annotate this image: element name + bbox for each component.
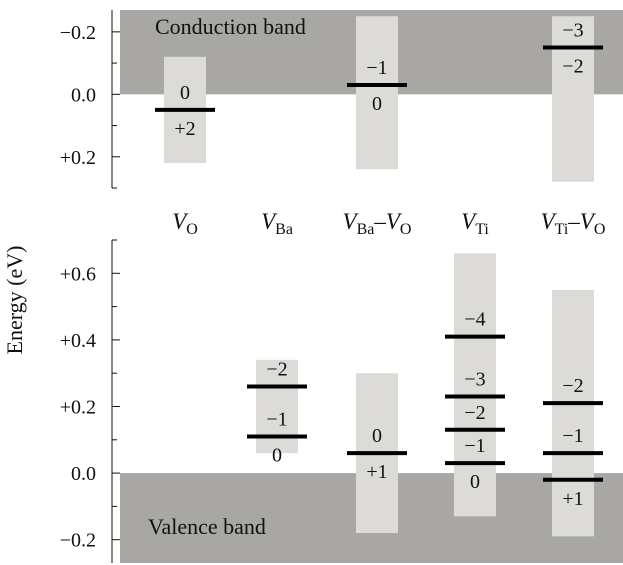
tick-label: 0.0 [71,463,96,485]
tick-label: +0.2 [60,396,96,418]
charge-state-label: 0 [372,425,382,447]
charge-state-label: 0 [470,471,480,493]
defect-label: VBa [261,209,293,238]
bottom-y-axis: +0.6 +0.4 +0.2 0.0 −0.2 [60,239,120,563]
charge-state-label: 0 [272,444,282,466]
tick-label: −0.2 [60,530,96,552]
valence-band-label: Valence band [148,514,266,539]
charge-state-label: −1 [266,408,287,430]
defect-label: VO [172,209,198,238]
defect-label: VBa–VO [343,209,412,238]
charge-state-label: −2 [562,55,583,77]
level-range-bar [552,289,594,537]
charge-state-label: −2 [266,359,287,381]
level-range-bar [454,253,496,517]
bottom-defect-levels: −2 −1 0 0 +1 −4 −3 −2 −1 0 −2 −1 +1 [247,309,603,510]
bottom-panel: −2 −1 0 0 +1 −4 −3 −2 −1 0 −2 −1 +1 +0.6 +0.4 +0.2 0.0 −… [60,239,623,563]
level-range-bar [356,16,398,170]
charge-state-label: −3 [464,369,485,391]
charge-state-label: −1 [366,57,387,79]
defect-label: VTi [461,209,489,238]
charge-state-label: −2 [562,375,583,397]
defect-label: VTi–VO [541,209,606,238]
charge-state-label: −1 [562,425,583,447]
top-panel: 0 +2 −1 0 −3 −2 −0.2 0.0 +0.2 Conduction band [60,10,623,189]
top-defect-levels: 0 +2 −1 0 −3 −2 [155,19,603,140]
charge-state-label: −4 [464,309,485,331]
charge-state-label: +1 [366,461,387,483]
tick-label: +0.6 [60,263,96,285]
conduction-band-label: Conduction band [155,14,306,39]
charge-state-label: +2 [174,118,195,140]
level-range-bar [552,16,594,182]
charge-state-label: −3 [562,19,583,41]
tick-label: −0.2 [60,22,96,44]
y-axis-label: Energy (eV) [2,246,27,355]
charge-state-label: −2 [464,402,485,424]
charge-state-label: +1 [562,488,583,510]
charge-state-label: 0 [372,93,382,115]
charge-state-label: 0 [180,82,190,104]
charge-state-label: −1 [464,435,485,457]
tick-label: 0.0 [71,84,96,106]
top-y-axis: −0.2 0.0 +0.2 [60,10,120,189]
tick-label: +0.2 [60,147,96,169]
tick-label: +0.4 [60,330,96,352]
defect-labels: VO VBa VBa–VO VTi VTi–VO [172,209,605,238]
